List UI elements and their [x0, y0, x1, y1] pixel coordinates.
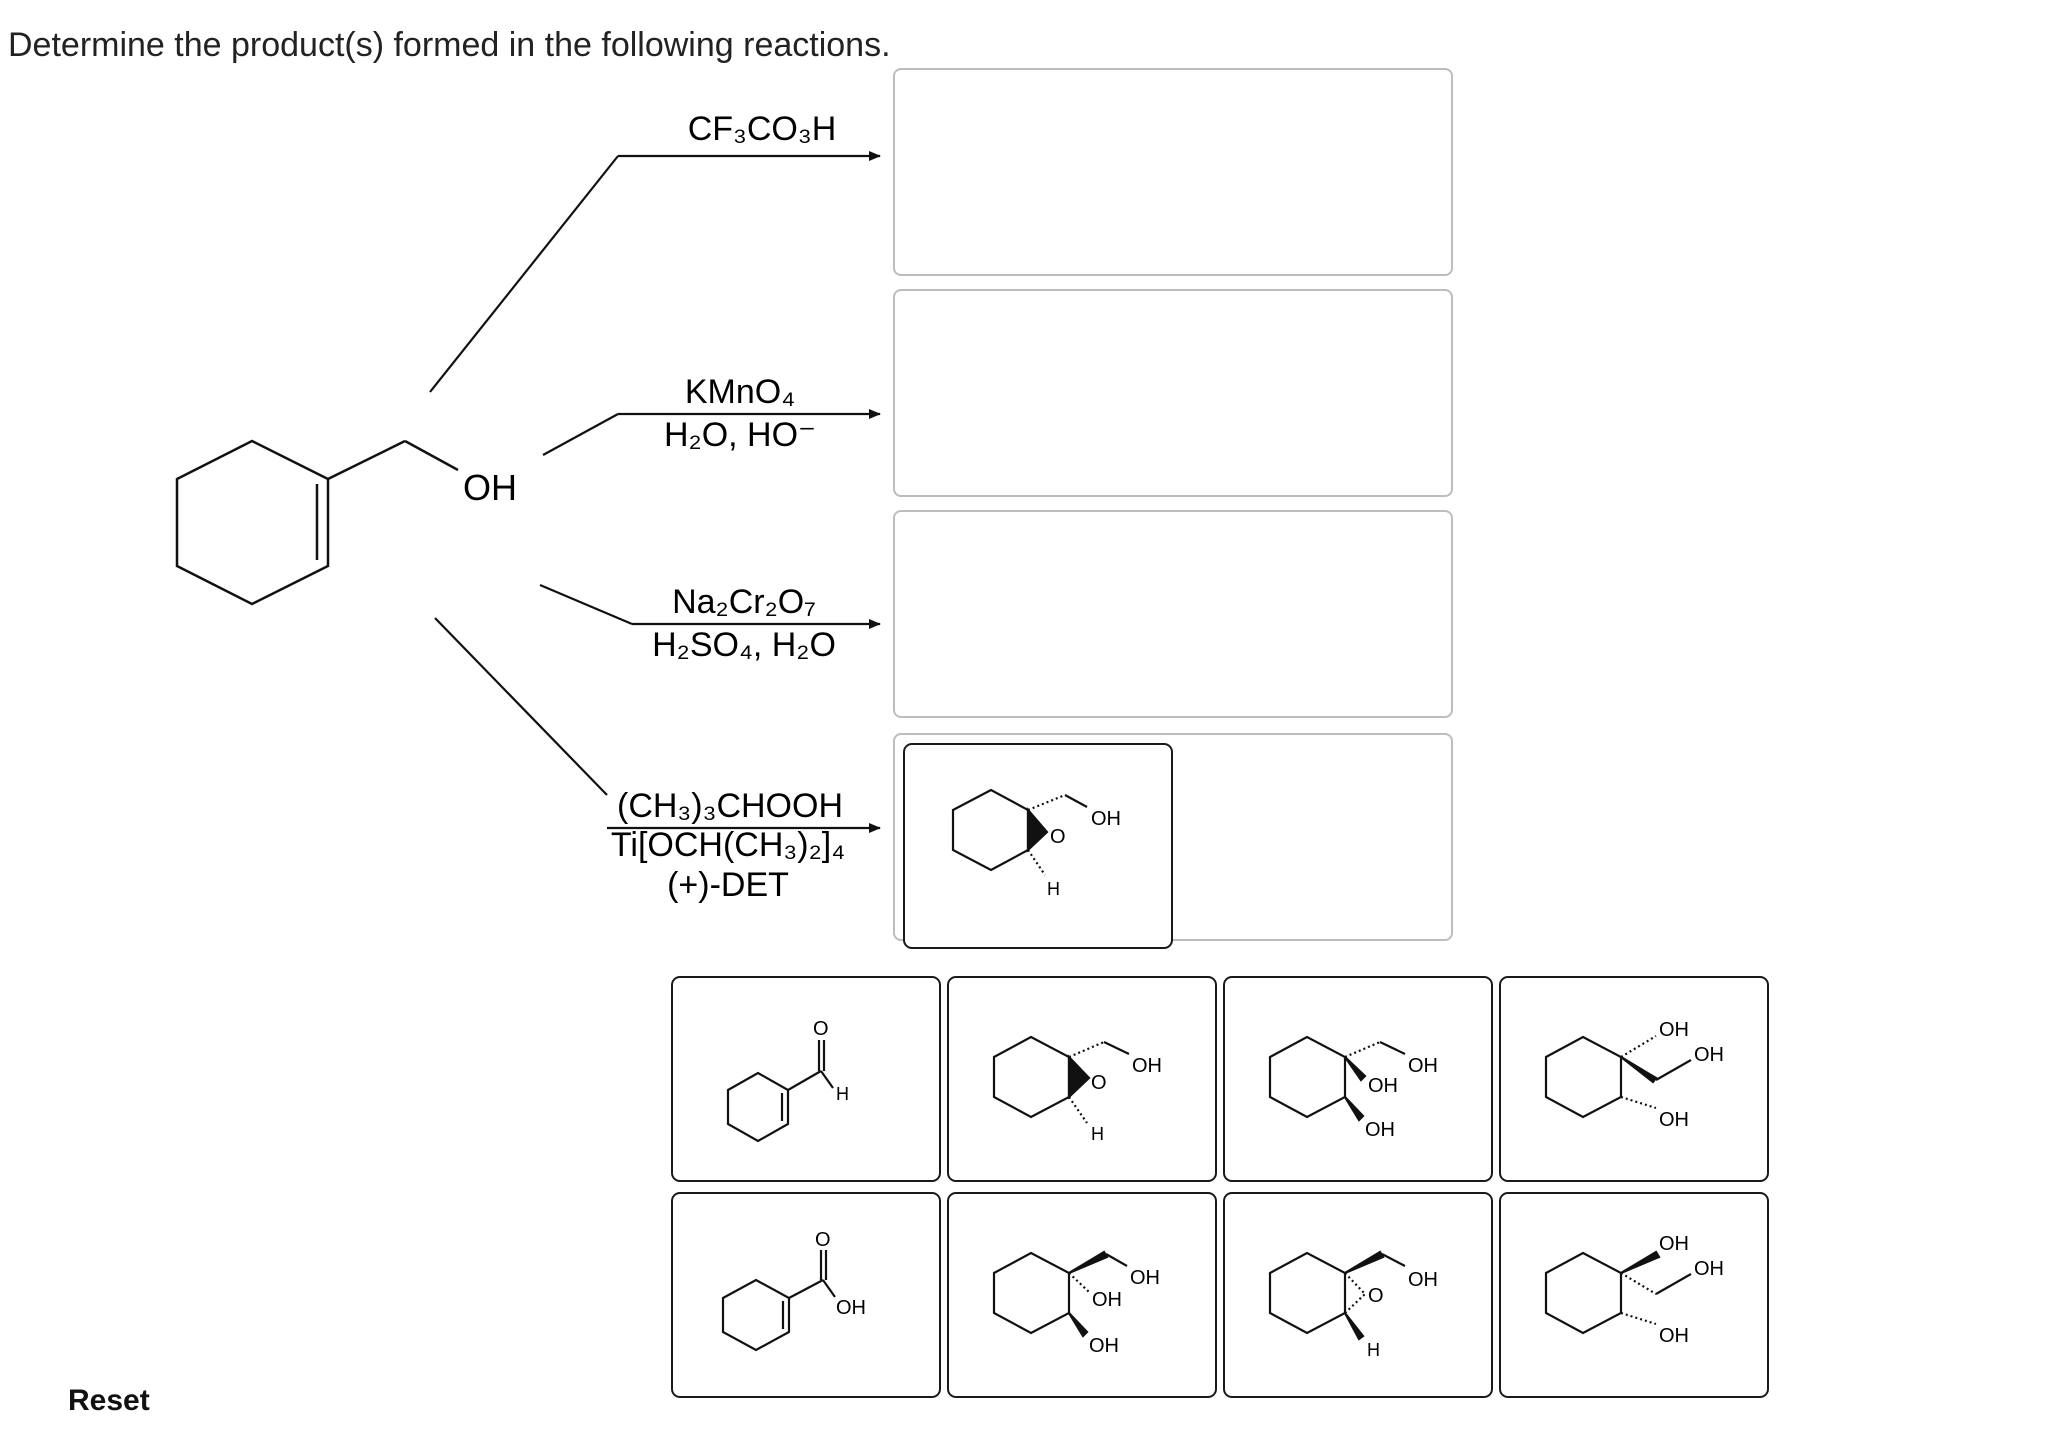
tile1-o-label: O	[813, 1018, 829, 1040]
question-title: Determine the product(s) formed in the f…	[8, 26, 891, 64]
tile2-o-label: O	[1091, 1072, 1107, 1094]
tile2-oh-label: OH	[1132, 1055, 1162, 1077]
answer-tile-carboxylic-acid[interactable]: O OH	[671, 1192, 941, 1398]
tile3-oh3-label: OH	[1365, 1119, 1395, 1141]
placed-answer-epoxy-alcohol[interactable]: OH O H	[903, 743, 1173, 949]
tile6-oh3-label: OH	[1089, 1335, 1119, 1357]
reagent-r3-line2: H₂SO₄, H₂O	[652, 626, 836, 664]
placed-h-label: H	[1047, 879, 1060, 899]
reset-button[interactable]: Reset	[68, 1384, 150, 1417]
tile8-oh3-label: OH	[1659, 1325, 1689, 1347]
tile7-o-label: O	[1368, 1285, 1384, 1307]
tile3-oh2-label: OH	[1368, 1075, 1398, 1097]
tile4-oh1-label: OH	[1659, 1019, 1689, 1041]
tile6-oh1-label: OH	[1130, 1267, 1160, 1289]
tile4-oh3-label: OH	[1659, 1109, 1689, 1131]
tile6-oh2-label: OH	[1092, 1289, 1122, 1311]
tile1-h-label: H	[836, 1084, 849, 1104]
reagent-r4-line1: (CH₃)₃CHOOH	[617, 787, 843, 825]
product-box-r1[interactable]	[893, 68, 1453, 276]
reagent-r4-line2: Ti[OCH(CH₃)₂]₄	[611, 826, 845, 864]
reagent-r4-line3: (+)-DET	[667, 866, 789, 904]
answer-tile-epoxy-alcohol-b[interactable]: OH O H	[1223, 1192, 1493, 1398]
tile5-o-label: O	[815, 1229, 831, 1251]
reactant-molecule	[175, 439, 459, 606]
placed-oh-label: OH	[1091, 808, 1121, 830]
answer-tile-triol-a[interactable]: OH OH OH	[1223, 976, 1493, 1182]
answer-tile-aldehyde[interactable]: O H	[671, 976, 941, 1182]
reactant-oh-label: OH	[463, 467, 517, 508]
product-box-r2[interactable]	[893, 289, 1453, 497]
reagent-r2-line2: H₂O, HO⁻	[664, 416, 816, 454]
reagent-r1-line1: CF₃CO₃H	[688, 110, 837, 148]
tile8-oh2-label: OH	[1694, 1258, 1724, 1280]
reagent-r2-line1: KMnO₄	[685, 373, 795, 411]
reagent-r3-line1: Na₂Cr₂O₇	[672, 583, 816, 621]
answer-tile-epoxy-alcohol-a[interactable]: OH O H	[947, 976, 1217, 1182]
tile3-oh1-label: OH	[1408, 1055, 1438, 1077]
answer-tile-triol-b[interactable]: OH OH OH	[1499, 976, 1769, 1182]
product-box-r3[interactable]	[893, 510, 1453, 718]
tile8-oh1-label: OH	[1659, 1233, 1689, 1255]
tile2-h-label: H	[1091, 1124, 1104, 1144]
tile7-oh-label: OH	[1408, 1269, 1438, 1291]
tile7-h-label: H	[1367, 1340, 1380, 1360]
answer-tile-triol-c[interactable]: OH OH OH	[947, 1192, 1217, 1398]
answer-tile-triol-d[interactable]: OH OH OH	[1499, 1192, 1769, 1398]
tile5-oh-label: OH	[836, 1297, 866, 1319]
branch-lines	[429, 155, 633, 796]
placed-o-label: O	[1050, 826, 1066, 848]
tile4-oh2-label: OH	[1694, 1044, 1724, 1066]
